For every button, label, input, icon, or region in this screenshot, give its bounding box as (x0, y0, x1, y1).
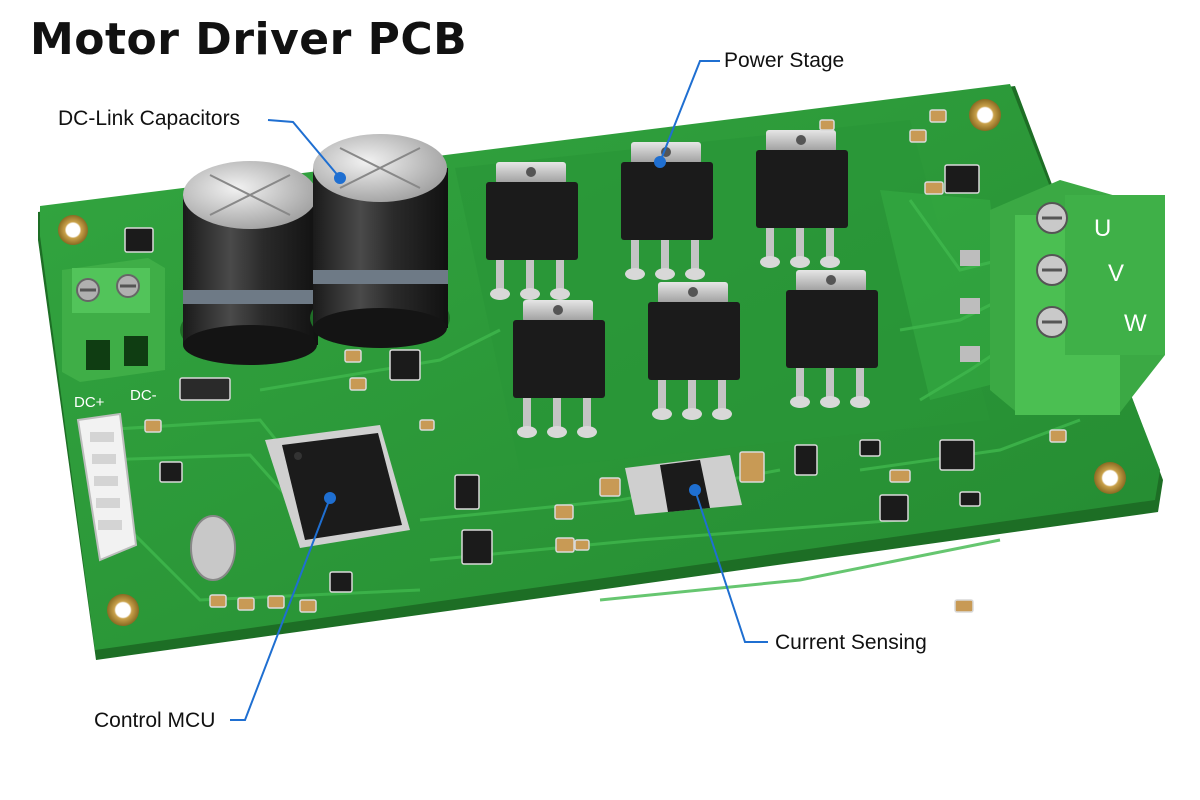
control-mcu-chip (265, 425, 410, 548)
smd-components (124, 109, 1067, 613)
mounting-holes (58, 99, 1126, 626)
smd-part (939, 439, 975, 471)
mosfet-3 (756, 130, 848, 268)
smd-part (329, 571, 353, 593)
smd-part (179, 377, 231, 401)
smd-part (889, 469, 911, 483)
smd-part (389, 349, 421, 381)
smd-part (959, 491, 981, 507)
silkscreen-dc-plus: DC+ (74, 394, 105, 411)
smd-part (344, 349, 362, 363)
smd-part (124, 227, 154, 253)
mosfet-4 (513, 300, 605, 438)
power-mosfets (486, 130, 878, 438)
callout-dc-link-capacitors: DC-Link Capacitors (58, 107, 241, 130)
callout-lines (230, 60, 768, 721)
smd-part (794, 444, 818, 476)
smd-part (349, 377, 367, 391)
smd-part (159, 461, 183, 483)
page-title: Motor Driver PCB (30, 14, 468, 65)
smd-part (859, 439, 881, 457)
smd-part (739, 451, 765, 483)
mosfet-6 (786, 270, 878, 408)
smd-part (944, 164, 980, 194)
dc-link-leader (267, 119, 346, 184)
power-stage-leader (654, 60, 720, 168)
smd-part (819, 119, 835, 131)
callout-power-stage: Power Stage (724, 49, 845, 72)
control-mcu-leader (230, 492, 336, 721)
smd-part (144, 419, 162, 433)
mosfet-2 (621, 142, 713, 280)
smd-part (954, 599, 974, 613)
smd-part (879, 494, 909, 522)
smd-part (574, 539, 590, 551)
silkscreen-phase-w: W (1124, 310, 1147, 337)
smd-part (1049, 429, 1067, 443)
smd-part (909, 129, 927, 143)
current-sensing-leader (689, 484, 768, 643)
mosfet-5 (648, 282, 740, 420)
silkscreen-phase-v: V (1108, 260, 1125, 287)
smd-part (454, 474, 480, 510)
crystal-oscillator (190, 515, 236, 581)
smd-part (299, 599, 317, 613)
callout-current-sensing: Current Sensing (775, 631, 927, 654)
smd-part (209, 594, 227, 608)
smd-part (599, 477, 621, 497)
phase-output-terminal (960, 180, 1165, 415)
smd-part (419, 419, 435, 431)
smd-part (267, 595, 285, 609)
smd-part (555, 537, 575, 553)
dc-input-terminal (62, 258, 165, 382)
callout-control-mcu: Control MCU (94, 709, 216, 732)
mosfet-1 (486, 162, 578, 300)
smd-part (461, 529, 493, 565)
smd-part (237, 597, 255, 611)
smd-part (929, 109, 947, 123)
smd-part (924, 181, 944, 195)
smd-part (554, 504, 574, 520)
silkscreen-phase-u: U (1094, 215, 1112, 242)
dc-link-capacitors (180, 134, 450, 365)
silkscreen-dc-minus: DC- (130, 387, 157, 404)
header-connector (76, 412, 138, 562)
